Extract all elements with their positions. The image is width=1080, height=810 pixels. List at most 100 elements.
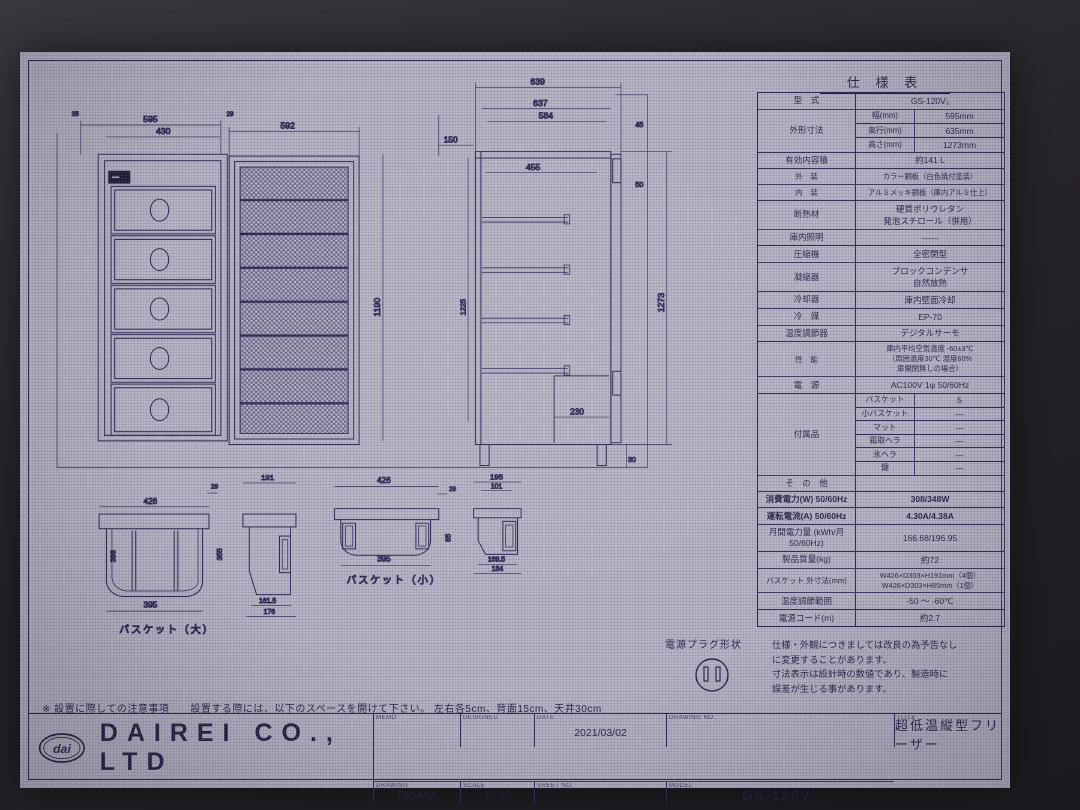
dim-label: 1190 — [372, 298, 382, 317]
spec-row-value: ブロックコンデンサ 自然放熱 — [891, 266, 969, 289]
spec-row: 圧縮機 全密閉型 — [758, 245, 1004, 263]
spec-row: 型 式 GS-120V₂ — [758, 93, 1004, 109]
memo-cell: MEMO — [373, 714, 460, 781]
dim-label: 1273 — [656, 293, 666, 312]
sheet-border — [28, 60, 1002, 780]
spec-subrow-value: 595mm — [945, 111, 974, 122]
spec-row-label: バスケット 外寸法(mm) — [758, 568, 856, 593]
spec-subrow-value: 635mm — [945, 125, 974, 136]
basket-small-label: バスケット（小） — [346, 575, 441, 587]
title-block: dai DAIREI CO., LTD DESIGNED DATE 2021/0… — [28, 713, 1002, 803]
date-label: DATE — [537, 715, 555, 721]
spec-row-value: 硬質ポリウレタン 発泡スチロール（併用） — [883, 203, 977, 226]
spec-row: 温度調節範囲-50 〜 -60℃ — [758, 592, 1004, 610]
hinge — [612, 158, 622, 184]
spec-row-label: 運転電流(A) 50/60Hz — [758, 508, 856, 525]
front-view: 595 430 35 29 — [71, 110, 235, 442]
dim-label: 50 — [635, 180, 643, 189]
basket-large-side: 191 161.5 176 — [242, 473, 297, 617]
dim-label: 35 — [72, 111, 80, 118]
scale-label: SCALE — [463, 783, 486, 789]
spec-row-label: 温度調節範囲 — [758, 593, 856, 610]
spec-subrow: 霜取ヘラ ― — [856, 433, 1004, 448]
spec-row-label: 月間電力量 (kWh/月 50/60Hz) — [758, 525, 856, 551]
dim-label: 195 — [490, 472, 503, 481]
dim-label: 29 — [449, 486, 457, 493]
dim-label: 592 — [280, 121, 295, 131]
drawing-no-cell: DRAWING NO. — [666, 714, 894, 747]
dim-label: 426 — [144, 497, 158, 506]
spec-row-label: 消費電力(W) 50/60Hz — [758, 491, 856, 508]
spec-row-value: 約141 L — [915, 155, 945, 166]
dim-label: 29 — [226, 111, 234, 118]
scale-value: 1 / 10 — [484, 789, 511, 801]
spec-subrow: 幅(mm) 595mm — [856, 109, 1004, 124]
spec-subrow-name: 高さ(mm) — [856, 138, 915, 152]
spec-subrow-name: 霜取ヘラ — [856, 434, 915, 448]
grid-door-view: 592 1190 — [228, 120, 384, 446]
drawing-sheet: 595 430 35 29 592 — [20, 52, 1010, 803]
spec-subrow-name: 小バスケット — [856, 407, 915, 421]
installation-note: ※ 設置に際しての注意事項 設置する際には、以下のスペースを開けて下さい。 左右… — [42, 704, 602, 715]
power-plug-block: 電源プラグ形状 — [665, 636, 742, 700]
drawing-no-label: DRAWING NO. — [669, 715, 716, 721]
basket-small-side: 195 101 169.5 184 — [473, 472, 522, 574]
scale-cell: SCALE 1 / 10 — [460, 781, 534, 803]
drawer-value: TANAKA — [396, 789, 438, 801]
dim-label: 161.5 — [259, 598, 276, 605]
spec-row-label: 性 能 — [758, 342, 856, 377]
spec-row-value: AC100V 1φ 50/60Hz — [890, 380, 970, 391]
spec-subrow: 奥行(mm)635mm — [856, 123, 1004, 138]
title-cell: TITLE 超低温縦型フリーザー — [894, 714, 1002, 752]
spec-row: そ の 他 — [758, 474, 1004, 491]
dim-label: 355 — [215, 548, 224, 560]
basket-large-front: 426 29 398 355 395 バスケット（大） — [98, 483, 224, 637]
power-plug-label: 電源プラグ形状 — [665, 640, 742, 651]
spec-row-value: デジタルサーモ — [900, 328, 960, 339]
dim-label: 29 — [211, 483, 219, 490]
spec-subrow-name: 幅(mm) — [856, 109, 915, 124]
dim-label: 395 — [144, 600, 158, 609]
dim-label: 169.5 — [488, 557, 505, 564]
spec-row-value: GS-120V₂ — [910, 95, 950, 106]
dim-label: 398 — [109, 550, 118, 562]
spec-row-label: 型 式 — [758, 93, 856, 109]
spec-row-value: ―― — [921, 232, 939, 243]
spec-row: 外 装カラー鋼板（白色焼付塗装） — [758, 168, 1004, 185]
spec-subrow: マット― — [856, 420, 1004, 434]
spec-subrow-name: 氷ヘラ — [856, 448, 915, 462]
spec-row-value: 全密閉型 — [912, 249, 947, 260]
spec-row-label: 外 装 — [758, 169, 856, 185]
spec-subrow: 鍵― — [856, 461, 1004, 475]
spec-row-label: 凝縮器 — [758, 263, 856, 292]
spec-row-label: 圧縮機 — [758, 246, 856, 263]
designed-cell: DESIGNED — [460, 714, 534, 747]
spec-row: 内 装 アルミメッキ鋼板（庫内アルミ仕上） — [758, 184, 1004, 200]
spec-subrow-value: ― — [955, 436, 964, 447]
sheet-no-label: SHEET NO. — [537, 783, 574, 789]
drawer-fronts — [110, 185, 216, 436]
spec-row-label: 製品質量(kg) — [758, 551, 856, 568]
dim-label: 176 — [264, 609, 276, 616]
spec-row: 温度調節器デジタルサーモ — [758, 324, 1004, 342]
spec-row: 月間電力量 (kWh/月 50/60Hz)166.68/196.95 — [758, 524, 1004, 551]
side-view: 639 637 584 455 150 45 50 1273 1225 230 … — [438, 76, 673, 468]
spec-row-value: アルミメッキ鋼板（庫内アルミ仕上） — [868, 187, 992, 197]
model-cell: MODEL GS-120V₂ — [666, 781, 894, 803]
spec-row-value: 約72 — [921, 554, 939, 565]
spec-subrow-value: ― — [955, 449, 964, 460]
basket-large-label: バスケット（大） — [119, 623, 214, 636]
spec-row-label: 電源コード(m) — [758, 610, 856, 626]
spec-row-value: 308/348W — [910, 494, 950, 505]
dim-label: 101 — [491, 483, 503, 490]
company-name: DAIREI CO., LTD — [99, 718, 342, 776]
drawer-cell: DRAWING TANAKA — [373, 781, 460, 803]
company-cell: dai DAIREI CO., LTD — [28, 714, 373, 781]
spec-row-label: 内 装 — [758, 185, 856, 200]
memo-label: MEMO — [376, 715, 397, 721]
